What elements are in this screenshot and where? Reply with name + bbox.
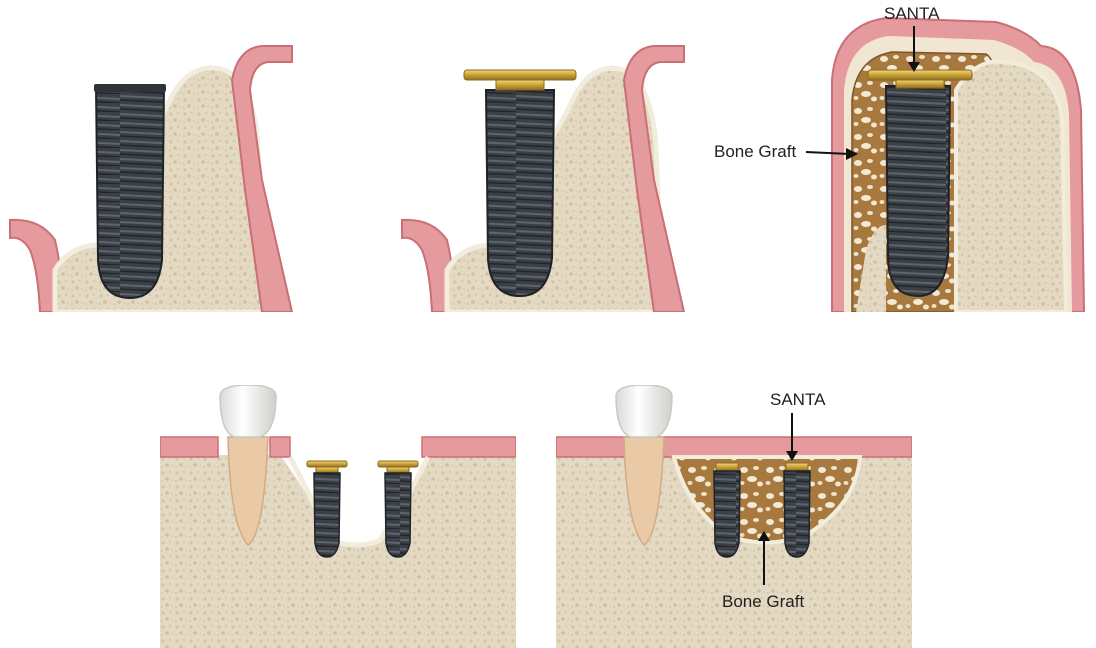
- dental-implant: [94, 84, 166, 300]
- santa-cap: [463, 69, 577, 91]
- gum-tissue-right: [622, 45, 686, 312]
- native-bone-left: [856, 225, 886, 312]
- panel-5-illustration: [556, 385, 912, 648]
- bone-graft-pointer-arrow-top: [805, 148, 858, 160]
- bone-graft-label-top: Bone Graft: [714, 142, 797, 161]
- gum-tissue-left: [160, 436, 219, 458]
- panel-horizontal-graft: [556, 385, 912, 648]
- santa-label-bottom: SANTA: [770, 390, 826, 409]
- panel-bone-graft-vertical: [826, 0, 1088, 312]
- santa-cap: [867, 69, 973, 89]
- dental-implant: [884, 85, 952, 298]
- panel-3-illustration: [831, 16, 1086, 312]
- natural-tooth: [615, 385, 673, 546]
- panel-4-illustration: [160, 385, 516, 648]
- panel-2-illustration: [401, 45, 686, 312]
- santa-label-top: SANTA: [884, 4, 940, 23]
- panel-implant-exposed: [0, 40, 300, 312]
- gum-tissue-right: [230, 45, 294, 312]
- dental-implant-2: [783, 462, 811, 558]
- dental-implant-1: [306, 460, 348, 558]
- natural-tooth: [219, 385, 277, 546]
- dental-implant-2: [377, 460, 419, 558]
- panel-1-illustration: [9, 45, 294, 312]
- bone-graft-label-bottom: Bone Graft: [722, 592, 805, 611]
- dental-implant-1: [713, 462, 741, 558]
- panel-horizontal-defect: [160, 385, 516, 648]
- gum-tissue-left: [9, 218, 66, 312]
- alveolar-bone: [954, 59, 1069, 312]
- gum-tissue: [556, 436, 912, 458]
- gum-tissue-right: [421, 436, 516, 458]
- dental-implant: [484, 89, 556, 298]
- gum-tissue-left: [401, 218, 458, 312]
- panel-implant-with-cap: [396, 40, 696, 312]
